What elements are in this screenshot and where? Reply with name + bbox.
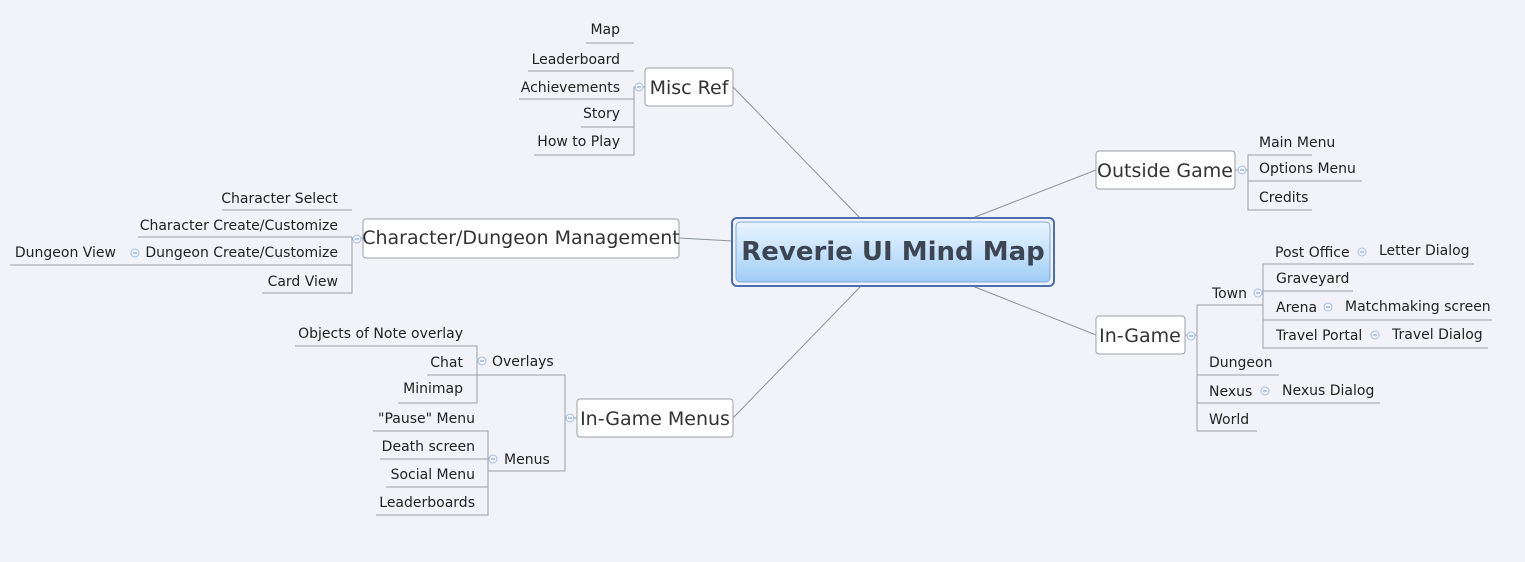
leaf-character-create[interactable]: Character Create/Customize xyxy=(140,218,338,234)
node-label: Misc Ref xyxy=(650,77,730,99)
branch-character-dungeon: Character/Dungeon Management Character S… xyxy=(10,191,680,294)
collapse-toggle-icon[interactable] xyxy=(1357,247,1367,257)
subnode-town[interactable]: Town xyxy=(1211,286,1247,302)
leaf-leaderboard[interactable]: Leaderboard xyxy=(532,52,620,68)
leaf-dungeon-create[interactable]: Dungeon Create/Customize xyxy=(145,245,338,261)
leaf-nexus-dialog[interactable]: Nexus Dialog xyxy=(1282,383,1374,399)
collapse-toggle-icon[interactable] xyxy=(488,454,498,464)
branch-in-game: In-Game Town Dungeon Nexus World Nexus D… xyxy=(1095,243,1492,432)
node-outside-game[interactable]: Outside Game xyxy=(1095,150,1236,190)
branch-misc-ref: Misc Ref Map Leaderboard Achievements St… xyxy=(519,22,734,156)
collapse-toggle-icon[interactable] xyxy=(1186,331,1196,341)
leaf-pause-menu[interactable]: "Pause" Menu xyxy=(378,411,475,427)
subnode-menus[interactable]: Menus xyxy=(504,452,550,468)
collapse-toggle-icon[interactable] xyxy=(1237,165,1247,175)
collapse-toggle-icon[interactable] xyxy=(352,234,362,244)
leaf-chat[interactable]: Chat xyxy=(430,355,463,371)
node-label: In-Game Menus xyxy=(580,408,730,430)
subnode-overlays[interactable]: Overlays xyxy=(492,354,554,370)
collapse-toggle-icon[interactable] xyxy=(1370,330,1380,340)
leaf-main-menu[interactable]: Main Menu xyxy=(1259,135,1335,151)
leaf-character-select[interactable]: Character Select xyxy=(221,191,338,207)
node-label: Character/Dungeon Management xyxy=(362,227,680,249)
branch-in-game-menus: In-Game Menus Overlays Menus Objects of … xyxy=(295,326,734,516)
node-misc-ref[interactable]: Misc Ref xyxy=(644,67,734,107)
leaf-leaderboards[interactable]: Leaderboards xyxy=(379,495,475,511)
subnode-nexus[interactable]: Nexus xyxy=(1209,384,1252,400)
leaf-options-menu[interactable]: Options Menu xyxy=(1259,161,1356,177)
leaf-achievements[interactable]: Achievements xyxy=(521,80,620,96)
leaf-card-view[interactable]: Card View xyxy=(268,274,338,290)
leaf-travel-dialog[interactable]: Travel Dialog xyxy=(1391,327,1483,343)
leaf-world[interactable]: World xyxy=(1209,412,1249,428)
node-in-game[interactable]: In-Game xyxy=(1095,315,1186,355)
collapse-toggle-icon[interactable] xyxy=(130,248,140,258)
leaf-post-office[interactable]: Post Office xyxy=(1275,245,1350,261)
leaf-credits[interactable]: Credits xyxy=(1259,190,1308,206)
leaf-minimap[interactable]: Minimap xyxy=(403,381,463,397)
leaf-objects-of-note[interactable]: Objects of Note overlay xyxy=(298,326,463,342)
leaf-story[interactable]: Story xyxy=(583,106,620,122)
collapse-toggle-icon[interactable] xyxy=(477,356,487,366)
leaf-dungeon-view[interactable]: Dungeon View xyxy=(15,245,116,261)
leaf-dungeon[interactable]: Dungeon xyxy=(1209,355,1272,371)
collapse-toggle-icon[interactable] xyxy=(565,413,575,423)
collapse-toggle-icon[interactable] xyxy=(1323,302,1333,312)
node-label: Outside Game xyxy=(1097,160,1233,182)
branch-outside-game: Outside Game Main Menu Options Menu Cred… xyxy=(1095,135,1362,211)
node-character-dungeon-management[interactable]: Character/Dungeon Management xyxy=(362,218,680,259)
central-node[interactable]: Reverie UI Mind Map xyxy=(731,217,1055,287)
leaf-graveyard[interactable]: Graveyard xyxy=(1276,271,1349,287)
central-title: Reverie UI Mind Map xyxy=(741,237,1044,267)
leaf-matchmaking-screen[interactable]: Matchmaking screen xyxy=(1345,299,1491,315)
collapse-toggle-icon[interactable] xyxy=(634,82,644,92)
collapse-toggle-icon[interactable] xyxy=(1260,386,1270,396)
central-connectors xyxy=(678,86,1097,419)
leaf-letter-dialog[interactable]: Letter Dialog xyxy=(1379,243,1470,259)
leaf-social-menu[interactable]: Social Menu xyxy=(391,467,475,483)
leaf-arena[interactable]: Arena xyxy=(1276,300,1317,316)
leaf-travel-portal[interactable]: Travel Portal xyxy=(1275,328,1362,344)
node-in-game-menus[interactable]: In-Game Menus xyxy=(576,398,734,438)
leaf-map[interactable]: Map xyxy=(590,22,620,38)
collapse-toggle-icon[interactable] xyxy=(1253,288,1263,298)
node-label: In-Game xyxy=(1099,325,1181,347)
leaf-death-screen[interactable]: Death screen xyxy=(382,439,475,455)
leaf-how-to-play[interactable]: How to Play xyxy=(537,134,620,150)
